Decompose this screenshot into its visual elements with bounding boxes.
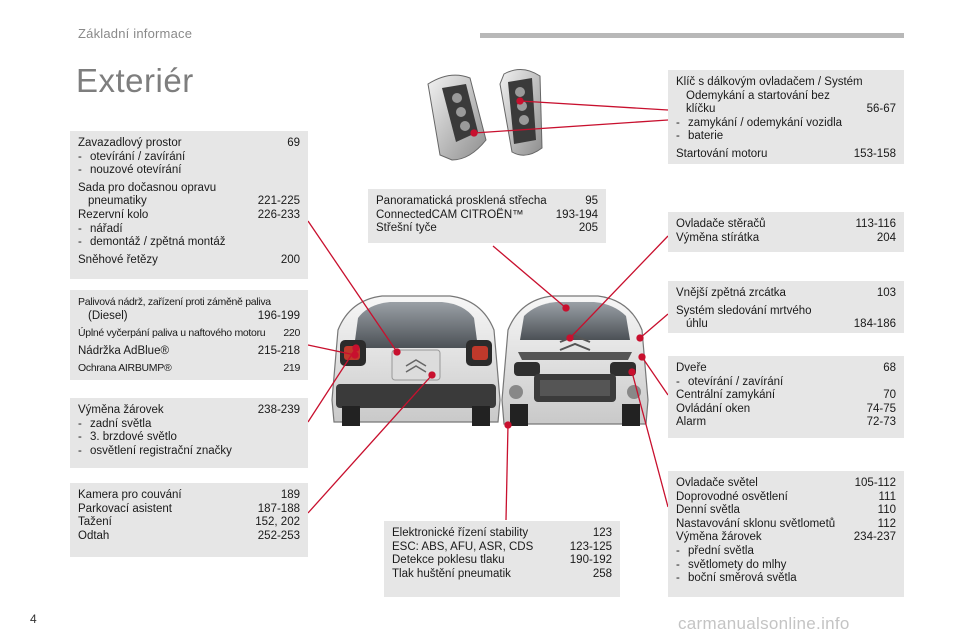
entry: 3. brzdové světlo <box>78 431 300 445</box>
callout-lines <box>307 97 669 521</box>
box-key: Klíč s dálkovým ovladačem / Systém Odemy… <box>668 70 904 164</box>
entry: Odemykání a startování bez <box>686 89 830 102</box>
car-rear-icon <box>331 295 501 426</box>
entry: nářadí <box>78 223 300 237</box>
page-number: 4 <box>30 612 37 626</box>
entry: zadní světla <box>78 418 300 432</box>
entry: světlomety do mlhy <box>676 559 896 573</box>
entry: osvětlení registrační značky <box>78 445 300 459</box>
entry: Klíč s dálkovým ovladačem / Systém <box>676 76 863 88</box>
page-title: Exteriér <box>76 62 194 99</box>
entry: Nádržka AdBlue®215-218 <box>78 344 300 357</box>
section-title: Základní informace <box>78 26 193 41</box>
entry: boční směrová světla <box>676 572 896 586</box>
entry: otevírání / zavírání <box>78 151 300 165</box>
watermark: carmanualsonline.info <box>678 614 850 633</box>
entry: Sada pro dočasnou opravu <box>78 181 217 194</box>
entry: baterie <box>676 130 896 144</box>
entry: demontáž / zpětná montáž <box>78 236 300 250</box>
entry: Ochrana AIRBUMP®219 <box>78 362 300 375</box>
entry: nouzové otevírání <box>78 164 300 178</box>
header-bar <box>480 33 904 38</box>
entry: Systém sledování mrtvého <box>676 304 812 317</box>
entry: (Diesel)196-199 <box>88 309 300 322</box>
entry: přední světla <box>676 545 896 559</box>
car-front-icon <box>501 295 649 426</box>
entry: zamykání / odemykání vozidla <box>676 117 896 131</box>
entry: Palivová nádrž, zařízení proti záměně pa… <box>78 296 271 308</box>
box-fuel: Palivová nádrž, zařízení proti záměně pa… <box>70 290 308 380</box>
key-fob-icon <box>427 69 543 161</box>
entry: otevírání / zavírání <box>676 376 896 390</box>
entry: Úplné vyčerpání paliva u naftového motor… <box>78 327 300 340</box>
